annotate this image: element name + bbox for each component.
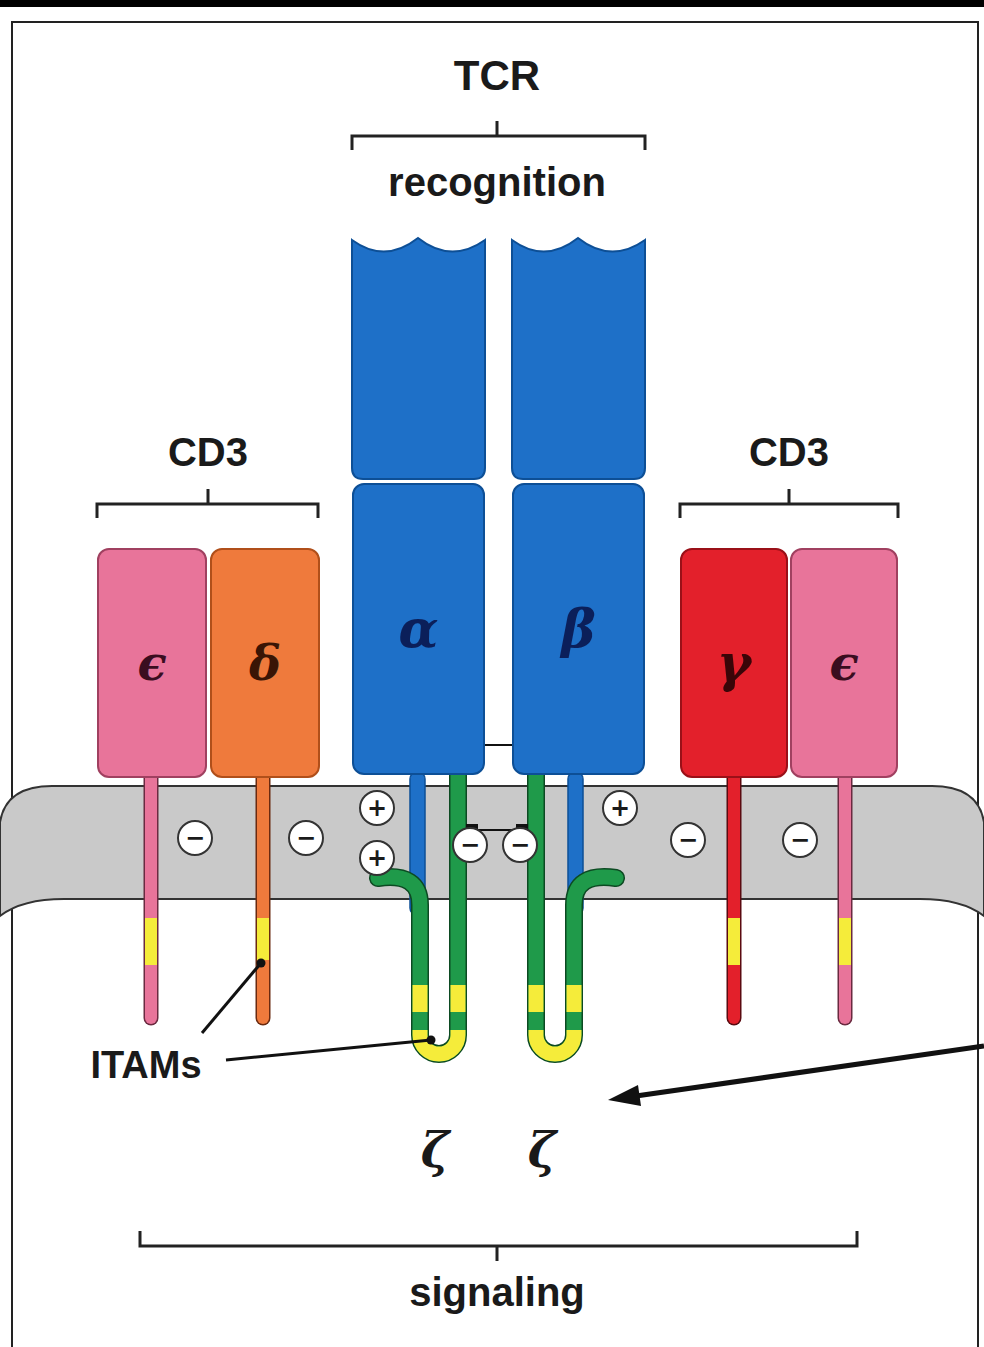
cd3-epsilon-chain: ϵ bbox=[97, 548, 207, 778]
cd3-stalks bbox=[151, 776, 845, 1018]
tcr-alpha-chain: α bbox=[352, 483, 485, 775]
group-title: CD3 bbox=[168, 430, 248, 474]
bracket bbox=[140, 1231, 857, 1261]
chain-label: β bbox=[561, 603, 596, 655]
charge-circles bbox=[178, 791, 817, 875]
tcr-beta-chain: β bbox=[512, 483, 645, 775]
zeta-chains bbox=[378, 760, 616, 1054]
chain-label: α bbox=[398, 603, 438, 655]
group-title: TCR bbox=[454, 53, 540, 99]
charge-sign: − bbox=[790, 827, 810, 853]
charge-sign: − bbox=[296, 825, 316, 851]
charge-sign: − bbox=[678, 827, 698, 853]
charge-sign: − bbox=[460, 832, 480, 858]
top-rule bbox=[0, 0, 984, 7]
bracket bbox=[352, 121, 645, 150]
cd3-epsilon-chain: ϵ bbox=[790, 548, 898, 778]
bracket bbox=[680, 489, 898, 518]
part-label: ITAMs bbox=[90, 1045, 201, 1087]
chain-label: δ bbox=[249, 639, 281, 687]
cd3-delta-chain: δ bbox=[210, 548, 320, 778]
chain-label: γ bbox=[717, 637, 751, 689]
leader-line bbox=[202, 959, 436, 1061]
chain-label: ϵ bbox=[137, 639, 166, 687]
chain-label: ϵ bbox=[829, 639, 858, 687]
group-title: CD3 bbox=[749, 430, 829, 474]
function-label: signaling bbox=[409, 1270, 585, 1314]
beta-variable-domain bbox=[512, 238, 645, 479]
pointer-arrow bbox=[608, 1046, 984, 1106]
cd3-gamma-chain: γ bbox=[680, 548, 788, 778]
charge-sign: − bbox=[510, 832, 530, 858]
chain-label: ζ bbox=[528, 1124, 556, 1177]
chain-label: ζ bbox=[421, 1124, 449, 1177]
bracket bbox=[97, 489, 318, 518]
charge-sign: + bbox=[610, 795, 630, 821]
alpha-variable-domain bbox=[352, 238, 485, 479]
frame bbox=[12, 22, 978, 1347]
function-label: recognition bbox=[388, 160, 606, 204]
charge-sign: + bbox=[367, 845, 387, 871]
charge-sign: − bbox=[185, 825, 205, 851]
charge-sign: + bbox=[367, 795, 387, 821]
